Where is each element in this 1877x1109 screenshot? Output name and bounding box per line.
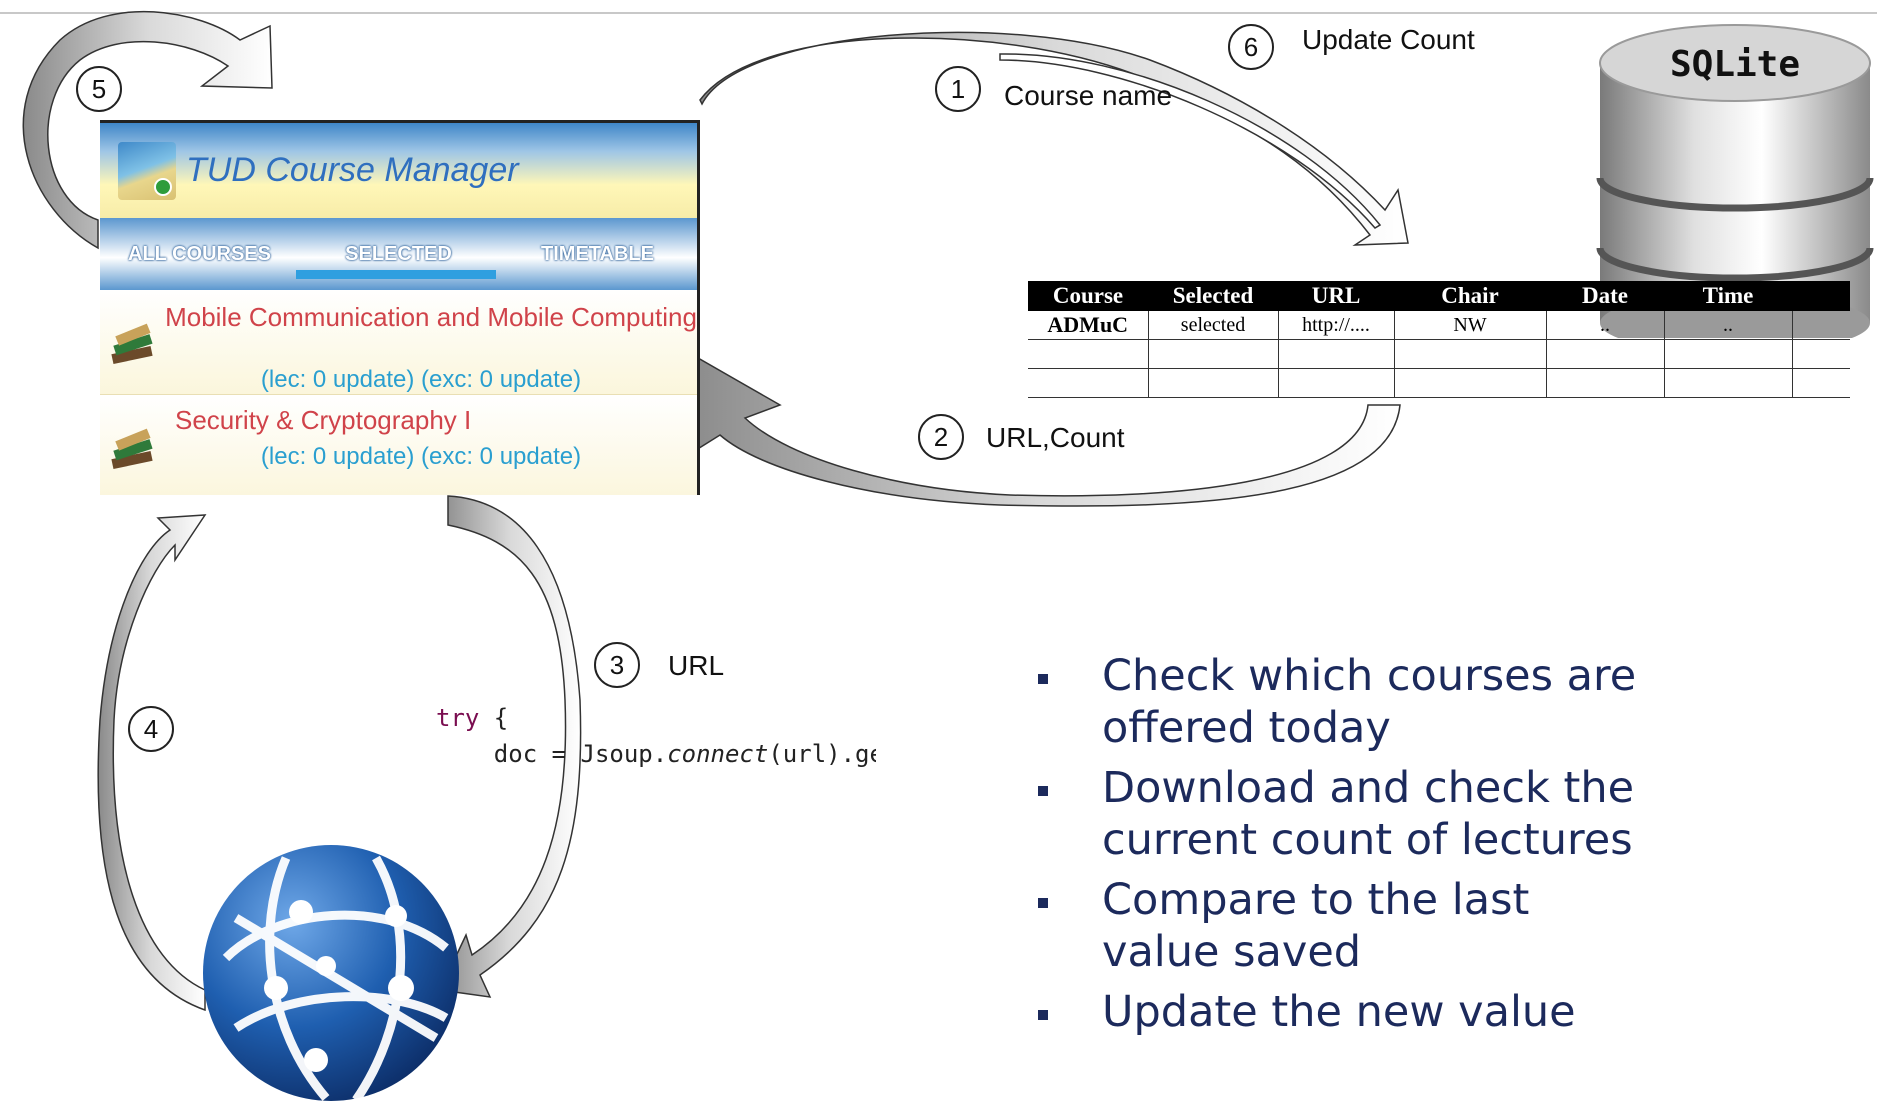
bullet-item: Check which courses are offered today bbox=[1030, 650, 1650, 754]
app-logo-icon bbox=[118, 141, 176, 200]
bullet-list: Check which courses are offered today Do… bbox=[1030, 650, 1650, 1046]
selected-tab-indicator bbox=[296, 270, 496, 279]
column-header bbox=[1792, 281, 1850, 311]
code-snippet: try { doc = Jsoup.connect(url).get(); bbox=[436, 700, 876, 793]
bullet-item: Compare to the last value saved bbox=[1030, 874, 1650, 978]
arrow-loop bbox=[22, 10, 273, 250]
step-3-circle: 3 bbox=[594, 642, 640, 688]
step-2-label: URL,Count bbox=[986, 422, 1125, 453]
table-cell: http://.... bbox=[1277, 311, 1394, 340]
arrow-url bbox=[438, 495, 582, 998]
tab-selected[interactable]: SELECTED bbox=[345, 242, 452, 265]
code-text: (url).get(); bbox=[768, 740, 876, 768]
bullet-item: Download and check the current count of … bbox=[1030, 762, 1650, 866]
table-row: ADMuC selected http://.... NW .. .. bbox=[1028, 311, 1850, 340]
table-cell: selected bbox=[1147, 311, 1278, 340]
arrow-update-count bbox=[999, 53, 1382, 229]
course-name: Security & Cryptography I bbox=[175, 405, 472, 435]
tab-timetable[interactable]: TIMETABLE bbox=[541, 242, 654, 265]
step-2-circle: 2 bbox=[918, 414, 964, 460]
step-4-circle: 4 bbox=[128, 706, 174, 752]
code-method: connect bbox=[667, 740, 769, 768]
bullet-item: Update the new value bbox=[1030, 986, 1650, 1038]
course-status: (lec: 0 update) (exc: 0 update) bbox=[260, 366, 582, 393]
column-header: Chair bbox=[1394, 281, 1546, 311]
column-header: Selected bbox=[1148, 281, 1278, 311]
table-row bbox=[1028, 339, 1850, 369]
web-globe-icon bbox=[203, 845, 459, 1103]
sqlite-label: SQLite bbox=[1670, 44, 1800, 85]
tab-all-courses[interactable]: ALL COURSES bbox=[128, 242, 271, 265]
step-1-circle: 1 bbox=[935, 66, 981, 112]
table-cell: ADMuC bbox=[1028, 311, 1148, 340]
books-icon bbox=[111, 428, 153, 470]
column-header: Time bbox=[1664, 281, 1792, 311]
course-manager-app: TUD Course Manager ALL COURSES SELECTED … bbox=[100, 120, 700, 495]
table-cell bbox=[1791, 311, 1850, 340]
step-1-label: Course name bbox=[1004, 80, 1173, 111]
column-header: Course bbox=[1028, 281, 1148, 311]
course-name: Mobile Communication and Mobile Computin… bbox=[165, 302, 697, 332]
code-text: doc = Jsoup. bbox=[436, 740, 668, 768]
table-row bbox=[1028, 368, 1850, 398]
code-text: { bbox=[479, 704, 509, 732]
app-tab-bar: ALL COURSES SELECTED TIMETABLE bbox=[100, 218, 697, 290]
course-status: (lec: 0 update) (exc: 0 update) bbox=[260, 443, 582, 470]
column-header: URL bbox=[1278, 281, 1394, 311]
step-5-circle: 5 bbox=[76, 66, 122, 112]
step-6-circle: 6 bbox=[1228, 24, 1274, 70]
table-cell: .. bbox=[1545, 311, 1664, 340]
books-icon bbox=[111, 323, 153, 365]
app-title: TUD Course Manager bbox=[186, 151, 519, 189]
code-keyword: try bbox=[436, 704, 480, 732]
step-3-label: URL bbox=[668, 650, 725, 681]
app-header: TUD Course Manager bbox=[100, 123, 697, 218]
top-rule bbox=[0, 12, 1877, 14]
database-table: Course Selected URL Chair Date Time ADMu… bbox=[1028, 281, 1850, 398]
course-list-item[interactable]: Mobile Communication and Mobile Computin… bbox=[100, 290, 697, 395]
step-6-label: Update Count bbox=[1302, 24, 1475, 55]
course-list-item[interactable]: Security & Cryptography I (lec: 0 update… bbox=[100, 395, 697, 495]
arrow-web-response bbox=[97, 514, 207, 1012]
column-header: Date bbox=[1546, 281, 1664, 311]
table-cell: .. bbox=[1663, 311, 1792, 340]
table-cell: NW bbox=[1393, 311, 1546, 340]
